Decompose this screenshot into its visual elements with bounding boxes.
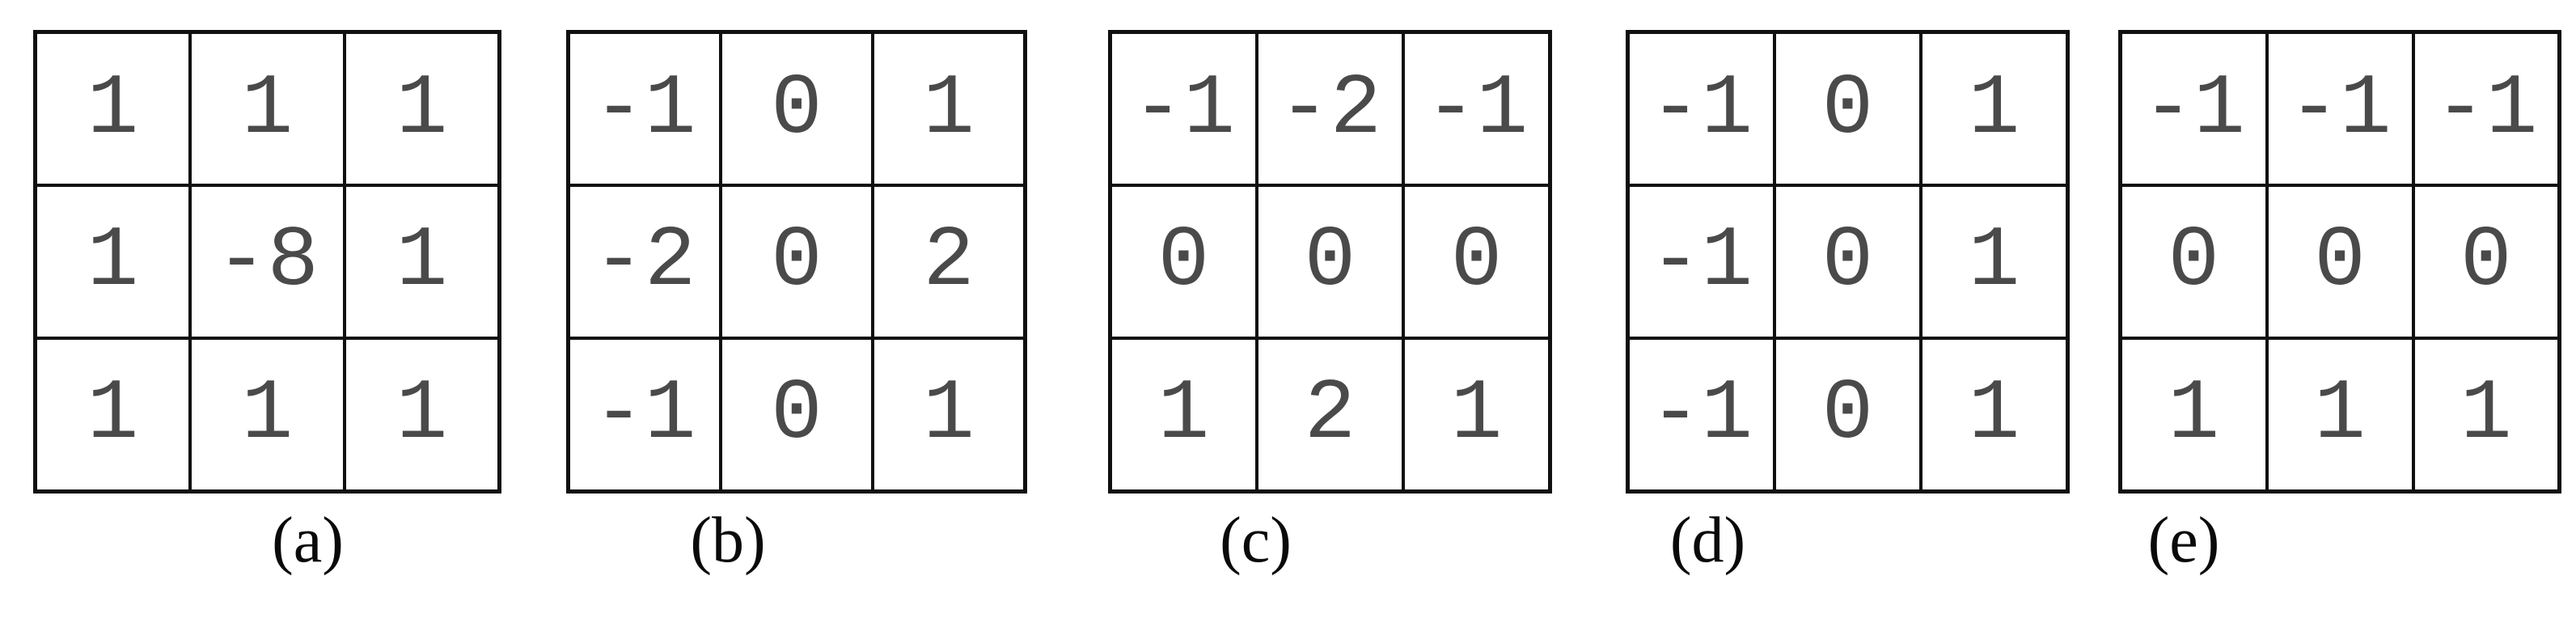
kernel-b-label: (b) (690, 505, 766, 576)
kernel-cell: 0 (2265, 184, 2415, 340)
kernel-cell: 1 (188, 336, 347, 494)
kernel-cell: 1 (1108, 336, 1258, 494)
kernel-figure-a: 1 1 1 1 -8 1 1 1 1 (a) (33, 30, 501, 576)
kernel-cell: 0 (2411, 184, 2561, 340)
kernel-cell: 1 (871, 336, 1027, 494)
kernel-cell: -2 (1254, 30, 1406, 188)
kernel-cell: 0 (2118, 184, 2269, 340)
kernel-cell: -1 (2118, 30, 2269, 188)
kernel-cell: -1 (1626, 336, 1776, 494)
kernel-c-grid: -1 -2 -1 0 0 0 1 2 1 (1108, 30, 1552, 494)
kernel-cell: 0 (718, 30, 875, 188)
kernel-cell: 1 (1402, 336, 1552, 494)
kernel-cell: 1 (33, 336, 192, 494)
kernel-e-label: (e) (2147, 505, 2220, 576)
kernel-cell: 0 (718, 336, 875, 494)
kernel-cell: 1 (871, 30, 1027, 188)
kernel-cell: 1 (1919, 336, 2070, 494)
kernel-cell: 1 (33, 184, 192, 340)
kernel-cell: 0 (1772, 336, 1923, 494)
kernel-cell: 1 (343, 30, 501, 188)
kernel-figure-b: -1 0 1 -2 0 2 -1 0 1 (b) (566, 30, 1027, 576)
kernel-cell: 1 (1919, 30, 2070, 188)
kernel-cell: -1 (566, 30, 722, 188)
kernel-cell: -1 (2411, 30, 2561, 188)
kernel-cell: 0 (1254, 184, 1406, 340)
kernel-cell: 1 (343, 336, 501, 494)
kernel-cell: 1 (2265, 336, 2415, 494)
kernel-c-label: (c) (1220, 505, 1292, 576)
kernel-cell: -1 (566, 336, 722, 494)
kernel-cell: 1 (33, 30, 192, 188)
kernel-a-grid: 1 1 1 1 -8 1 1 1 1 (33, 30, 501, 494)
kernel-cell: 1 (188, 30, 347, 188)
kernel-cell: 0 (718, 184, 875, 340)
kernel-cell: 1 (2118, 336, 2269, 494)
kernel-cell: 2 (871, 184, 1027, 340)
kernel-cell: -8 (188, 184, 347, 340)
kernel-cell: -1 (1402, 30, 1552, 188)
kernel-cell: 0 (1108, 184, 1258, 340)
kernel-b-grid: -1 0 1 -2 0 2 -1 0 1 (566, 30, 1027, 494)
kernel-cell: -1 (1626, 30, 1776, 188)
kernel-cell: 0 (1772, 184, 1923, 340)
kernel-figure-c: -1 -2 -1 0 0 0 1 2 1 (c) (1108, 30, 1552, 576)
kernel-cell: -1 (2265, 30, 2415, 188)
kernel-cell: 2 (1254, 336, 1406, 494)
kernel-cell: 1 (1919, 184, 2070, 340)
kernel-d-grid: -1 0 1 -1 0 1 -1 0 1 (1626, 30, 2070, 494)
kernel-d-label: (d) (1669, 505, 1746, 576)
kernel-cell: -1 (1626, 184, 1776, 340)
kernel-cell: 0 (1772, 30, 1923, 188)
kernel-e-grid: -1 -1 -1 0 0 0 1 1 1 (2118, 30, 2561, 494)
kernel-cell: 1 (343, 184, 501, 340)
kernel-cell: -2 (566, 184, 722, 340)
kernel-figure-e: -1 -1 -1 0 0 0 1 1 1 (e) (2118, 30, 2561, 576)
kernel-cell: 0 (1402, 184, 1552, 340)
kernel-a-label: (a) (272, 505, 344, 576)
kernel-figure-d: -1 0 1 -1 0 1 -1 0 1 (d) (1626, 30, 2070, 576)
kernel-cell: 1 (2411, 336, 2561, 494)
kernel-cell: -1 (1108, 30, 1258, 188)
